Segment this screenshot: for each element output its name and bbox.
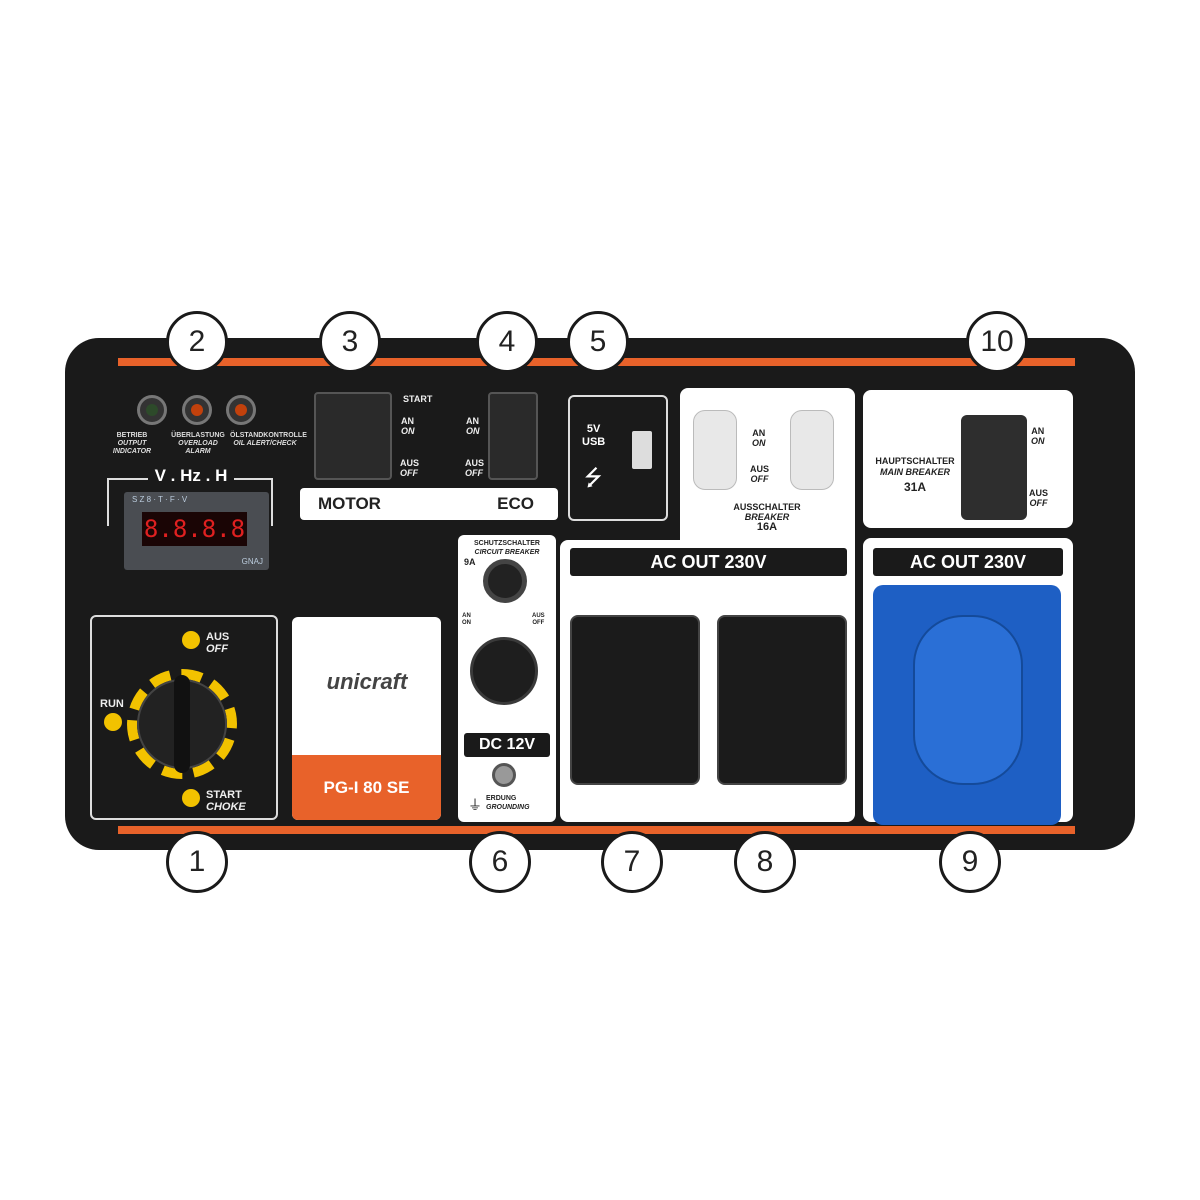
schuko-socket-2[interactable] [717,615,847,785]
choke-scale [127,669,237,779]
callout-5: 5 [567,311,629,373]
callout-7: 7 [601,831,663,893]
dc-breaker-amps: 9A [464,557,476,567]
meter-brand: GNAJ [241,557,263,566]
run-label: RUN [100,698,124,710]
choke-knob-handle [174,675,190,773]
unicraft-logo: unicraft [326,669,408,694]
switch-label-bar: MOTOR ECO [300,488,558,520]
dc-12v-socket[interactable] [470,637,538,705]
run-dot [104,713,122,731]
overload-alarm-led [182,395,212,425]
callout-1: 1 [166,831,228,893]
dc-circuit-breaker-button[interactable] [483,559,527,603]
callout-8: 8 [734,831,796,893]
cee-socket-cover[interactable] [913,615,1023,785]
grounding-terminal[interactable] [492,763,516,787]
motor-switch[interactable] [314,392,392,480]
callout-10: 10 [966,311,1028,373]
callout-3: 3 [319,311,381,373]
callout-9: 9 [939,831,1001,893]
callout-4: 4 [476,311,538,373]
ac-out-label-right: AC OUT 230V [873,548,1063,576]
cee-outlet-panel: AC OUT 230V [863,538,1073,825]
oil-alert-led [226,395,256,425]
breaker-16a-right[interactable] [790,410,834,490]
usb-icon: ⭍ [584,465,603,490]
dc-label: DC 12V [464,733,550,757]
main-breaker-switch[interactable] [961,415,1027,520]
choke-icon [182,789,200,807]
output-indicator-led [137,395,167,425]
off-icon [182,631,200,649]
model-label: PG-I 80 SE [292,755,441,820]
usb-port[interactable] [632,431,652,469]
eco-switch[interactable] [488,392,538,480]
eco-label: ECO [497,494,534,513]
ac-out-label-left: AC OUT 230V [570,548,847,576]
orange-stripe-bottom [118,826,1075,834]
motor-start-label: START [403,394,433,404]
cee-blue-socket[interactable] [873,585,1061,825]
brand-plate: unicraft PG-I 80 SE [292,617,441,820]
breaker-16a-left[interactable] [693,410,737,490]
motor-label: MOTOR [318,494,381,513]
meter-top-label: S Z 8 · T · F · V [132,495,188,504]
meter-title: V . Hz . H [148,466,234,486]
schuko-socket-1[interactable] [570,615,700,785]
callout-6: 6 [469,831,531,893]
ground-icon: ⏚ [468,797,482,813]
meter-display: 8.8.8.8 [142,512,247,546]
callout-2: 2 [166,311,228,373]
hour-meter: S Z 8 · T · F · V 8.8.8.8 GNAJ [124,492,269,570]
